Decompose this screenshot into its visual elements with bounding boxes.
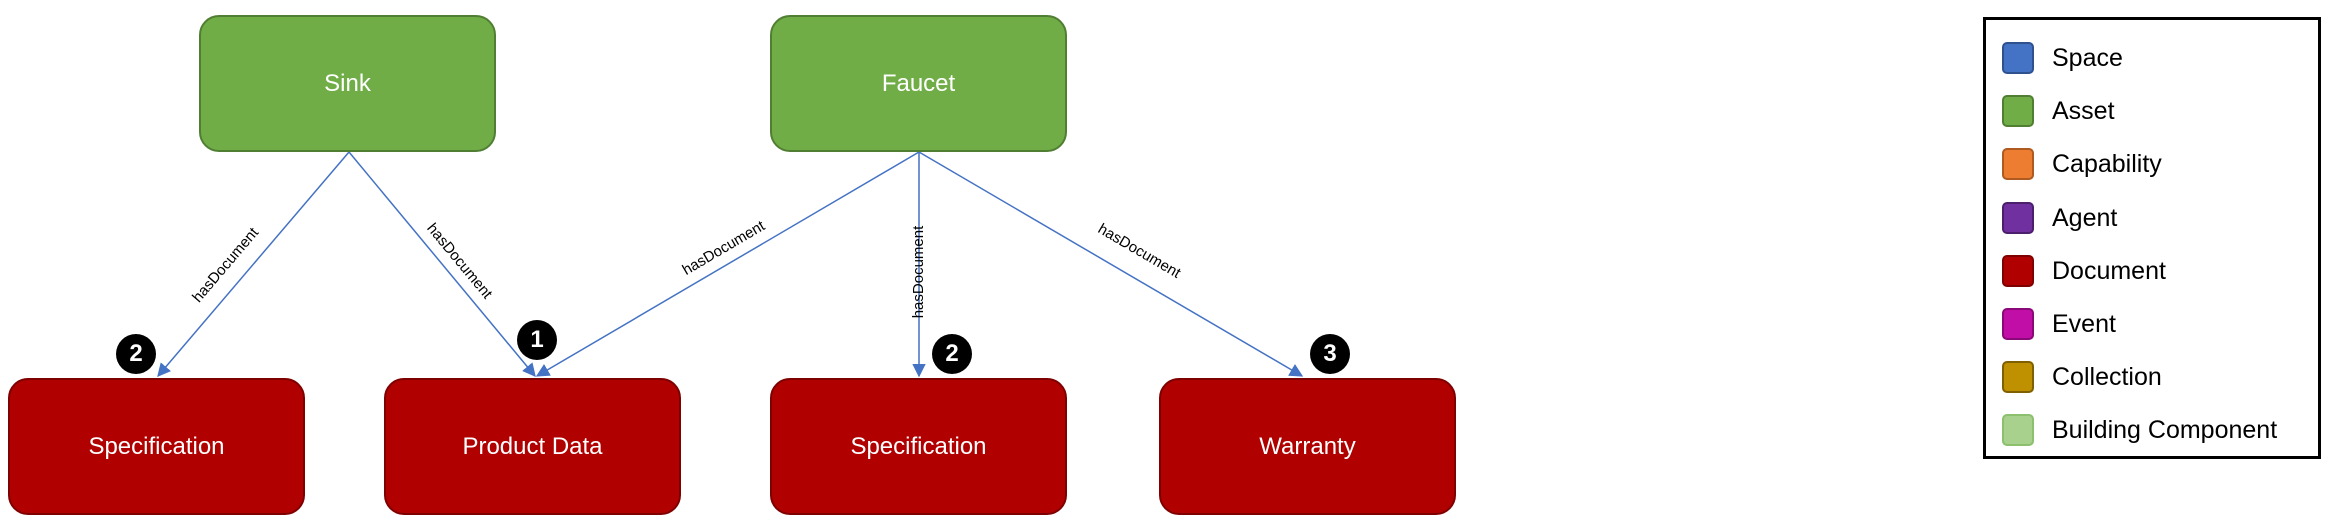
legend-swatch: [2002, 361, 2034, 393]
node-product-data[interactable]: Product Data: [384, 378, 681, 515]
node-warranty[interactable]: Warranty: [1159, 378, 1456, 515]
legend-swatch: [2002, 95, 2034, 127]
edge-label: hasDocument: [423, 220, 496, 303]
legend-item-document: Document: [2002, 251, 2166, 291]
legend-item-asset: Asset: [2002, 91, 2115, 131]
edge-faucet-warranty: hasDocument: [918, 151, 1304, 377]
node-label: Faucet: [881, 69, 956, 97]
node-label: Warranty: [1259, 432, 1356, 460]
legend-item-capability: Capability: [2002, 144, 2162, 184]
legend-label: Event: [2052, 309, 2116, 338]
legend-swatch: [2002, 42, 2034, 74]
legend-label: Asset: [2052, 96, 2115, 125]
legend-item-collection: Collection: [2002, 357, 2162, 397]
node-faucet[interactable]: Faucet: [770, 15, 1067, 152]
legend-label: Space: [2052, 43, 2123, 72]
badge-specification-faucet: 2: [932, 334, 972, 374]
legend-swatch: [2002, 148, 2034, 180]
edge-label: hasDocument: [189, 224, 263, 306]
badge-specification-sink: 2: [116, 334, 156, 374]
badge-warranty: 3: [1310, 334, 1350, 374]
node-label: Specification: [88, 432, 225, 460]
legend-swatch: [2002, 202, 2034, 234]
edge-sink-product-data: hasDocument: [348, 151, 536, 378]
legend-swatch: [2002, 308, 2034, 340]
edge-label: hasDocument: [1095, 220, 1184, 282]
legend-item-space: Space: [2002, 38, 2123, 78]
edge-sink-specification: hasDocument: [157, 151, 350, 378]
node-label: Sink: [324, 69, 371, 97]
legend-label: Agent: [2052, 203, 2118, 232]
legend-item-building-component: Building Component: [2002, 410, 2277, 450]
edge-faucet-product-data: hasDocument: [535, 151, 920, 377]
legend-label: Collection: [2052, 362, 2162, 391]
node-label: Product Data: [462, 432, 603, 460]
legend-item-agent: Agent: [2002, 198, 2117, 238]
edge-label: hasDocument: [910, 225, 927, 318]
node-specification-sink[interactable]: Specification: [8, 378, 305, 515]
legend-swatch: [2002, 255, 2034, 287]
node-specification-faucet[interactable]: Specification: [770, 378, 1067, 515]
legend-item-event: Event: [2002, 304, 2116, 344]
badge-product-data: 1: [517, 320, 557, 360]
legend-label: Capability: [2052, 149, 2162, 178]
legend-label: Document: [2052, 256, 2166, 285]
edge-faucet-specification: hasDocument: [910, 152, 927, 378]
legend-swatch: [2002, 414, 2034, 446]
node-sink[interactable]: Sink: [199, 15, 496, 152]
legend: Space Asset Capability Agent Document Ev…: [1983, 17, 2321, 459]
node-label: Specification: [850, 432, 987, 460]
legend-label: Building Component: [2052, 415, 2278, 444]
